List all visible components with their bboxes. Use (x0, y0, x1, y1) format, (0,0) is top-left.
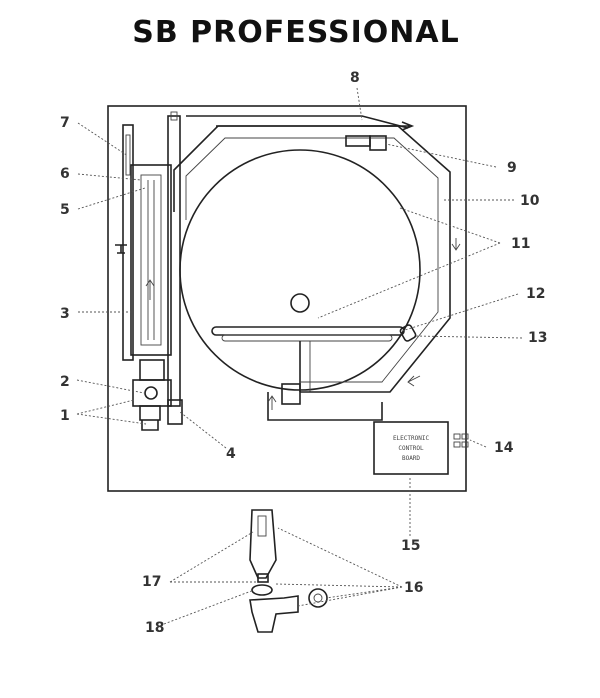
leader-lines (76, 87, 523, 625)
tap-parts (249, 584, 328, 633)
valve-assembly (132, 359, 183, 431)
indicator-leds (453, 433, 469, 448)
callout-13: 13 (528, 330, 547, 346)
callout-14: 14 (494, 440, 514, 456)
spout (249, 509, 277, 583)
electronic-control-board: ELECTRONIC CONTROL BOARD (373, 421, 449, 475)
callout-17: 17 (142, 574, 161, 590)
callout-3: 3 (60, 306, 70, 322)
left-pipe (115, 124, 134, 361)
steam-pipe (167, 111, 181, 407)
callout-16: 16 (404, 580, 423, 596)
pressure-switch (369, 135, 387, 151)
cabinet-outline (107, 105, 467, 492)
callout-7: 7 (60, 115, 70, 131)
callout-8: 8 (350, 70, 360, 86)
callout-11: 11 (511, 236, 530, 252)
safety-thermostat (399, 324, 417, 342)
callout-10: 10 (520, 193, 540, 209)
callout-6: 6 (60, 166, 70, 182)
callout-5: 5 (60, 202, 70, 218)
circulation-loop (173, 115, 461, 393)
board-label-line-2: CONTROL (398, 445, 424, 452)
callout-12: 12 (526, 286, 545, 302)
callout-4: 4 (226, 446, 236, 462)
callout-15: 15 (401, 538, 420, 554)
heating-element (211, 326, 405, 392)
boiler-center-plug (290, 293, 310, 313)
board-label-line-1: ELECTRONIC (393, 435, 430, 442)
callout-2: 2 (60, 374, 70, 390)
water-level-tube (130, 164, 172, 356)
callout-1: 1 (60, 408, 70, 424)
board-label-line-3: BOARD (402, 455, 420, 462)
callout-18: 18 (145, 620, 164, 636)
outlet-pipe (267, 383, 383, 421)
callout-9: 9 (507, 160, 517, 176)
diagram-title: SB PROFESSIONAL (132, 15, 459, 50)
